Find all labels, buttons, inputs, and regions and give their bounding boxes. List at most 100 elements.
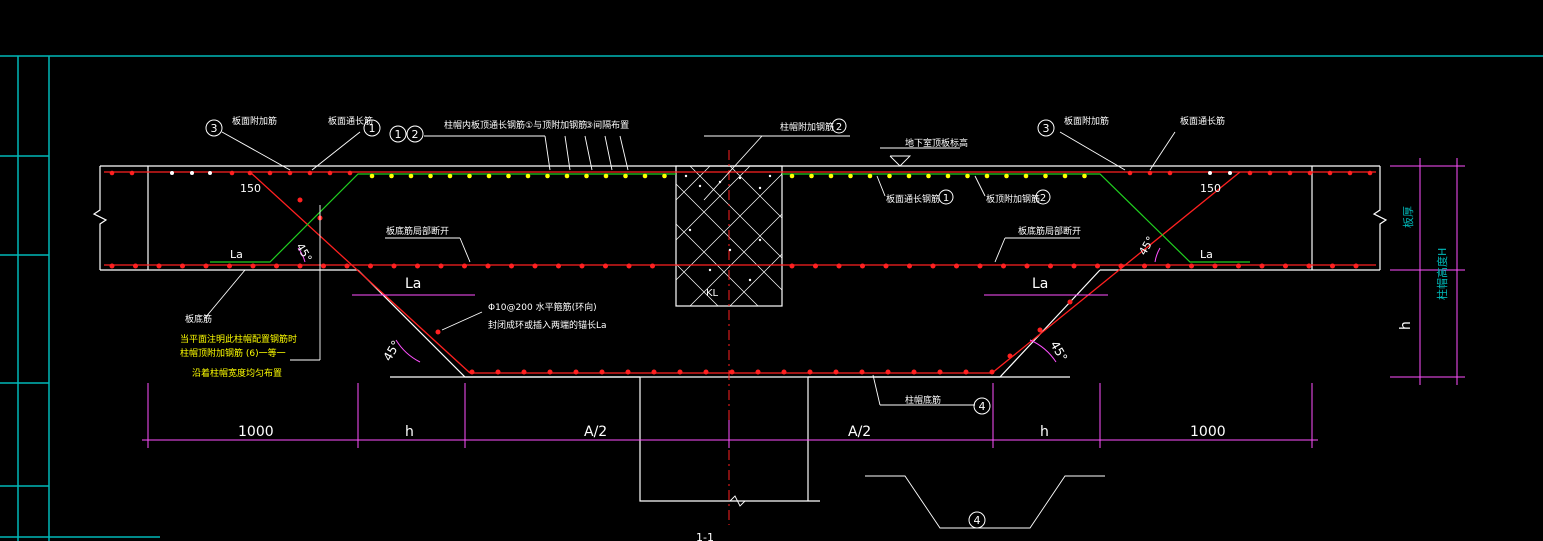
extra-bars-green: [210, 173, 1250, 263]
text-angle-left-bottom: 45°: [380, 338, 403, 363]
top-rebar-dot: [1167, 170, 1173, 176]
bottom-rebar-dot: [1142, 263, 1147, 269]
bottom-rebar-dot: [1001, 263, 1006, 269]
top-rebar-dot: [1267, 170, 1273, 176]
concrete-dot: [708, 268, 712, 272]
text-section-title: 1-1: [696, 531, 714, 541]
dim-a2-left: A/2: [584, 424, 607, 440]
dim-h-right: h: [1040, 424, 1049, 440]
text-angle-right-bottom: 45°: [1047, 339, 1070, 364]
label-slab-top-extra-left: 板面附加筋: [232, 115, 277, 127]
label-basement-top-elev: 地下室顶板标高: [905, 137, 968, 149]
bottom-rebar-dot: [344, 263, 350, 269]
top-extra-dot: [486, 173, 492, 179]
marker-4-detail: 4: [968, 511, 986, 529]
cap-bottom-dot: [833, 369, 839, 375]
top-extra-dot: [945, 173, 951, 179]
dim-a2-right: A/2: [848, 424, 871, 440]
cap-bottom-dot: [677, 369, 683, 375]
marker-2-mid: 2: [406, 125, 424, 143]
svg-text:2: 2: [836, 122, 842, 133]
cap-bottom-dot: [885, 369, 891, 375]
bottom-rebar-dot: [556, 263, 561, 269]
cap-bottom-dot: [573, 369, 579, 375]
top-extra-dot: [1062, 173, 1068, 179]
bottom-rebar-dot: [1071, 263, 1077, 269]
top-extra-dot: [1004, 173, 1009, 179]
svg-text:1: 1: [395, 128, 402, 141]
top-extra-dot: [1082, 173, 1087, 179]
top-extra-dot: [789, 173, 795, 179]
top-rebar-dot: [267, 170, 273, 176]
text-la-right: La: [1032, 276, 1048, 292]
bottom-rebar-dot: [391, 263, 397, 269]
cap-bottom-dot: [989, 369, 995, 375]
top-rebar-dot: [109, 170, 115, 176]
cap-bottom-dot: [755, 369, 761, 375]
rebar-lines: [104, 171, 1376, 374]
bottom-rebar-dot: [1353, 263, 1359, 269]
top-extra-dot: [389, 173, 394, 179]
top-extra-dot: [564, 173, 570, 179]
label-cap-bottom-bar: 柱帽底筋: [905, 394, 941, 406]
bottom-rebar-dot: [250, 263, 256, 269]
bottom-rebar-dot: [1095, 263, 1100, 269]
text-la-left-top: La: [230, 248, 243, 261]
top-rebar-dot: [247, 170, 253, 176]
label-slab-top-extra-right: 板面附加筋: [1064, 115, 1109, 127]
cap-bottom-dot: [781, 369, 787, 375]
top-extra-dot: [467, 173, 472, 179]
bottom-rebar-dot: [1189, 263, 1194, 269]
top-rebar-dot: [129, 170, 135, 176]
svg-text:1: 1: [369, 122, 376, 135]
marker-1-right: 1: [938, 189, 954, 205]
marker-4-cap: 4: [973, 397, 991, 415]
top-rebar-hollow: [170, 171, 174, 175]
marker-2-right: 2: [1035, 189, 1051, 205]
text-la-right-top: La: [1200, 248, 1213, 261]
text-la-left: La: [405, 276, 421, 292]
cap-bottom-dot: [703, 369, 709, 375]
top-extra-dot: [906, 173, 912, 179]
dim-h-vertical: h: [1398, 321, 1414, 330]
concrete-dot: [758, 238, 762, 242]
top-extra-dot: [965, 173, 970, 179]
bottom-rebar-dot: [321, 263, 326, 269]
top-rebar-dot: [327, 170, 333, 176]
inclined-rebar-dot: [297, 197, 303, 203]
bottom-rebar-dot: [274, 263, 279, 269]
top-rebar-dot: [1247, 170, 1253, 176]
top-rebar-dot: [347, 170, 353, 176]
dim-1000-left: 1000: [238, 424, 274, 440]
top-extra-dot: [828, 173, 834, 179]
concrete-dot: [748, 278, 752, 282]
leader-lines: [204, 131, 1176, 529]
label-top-bar-spacing: ③间隔布置: [585, 119, 629, 131]
concrete-dot: [768, 174, 772, 178]
label-slab-top-extra-2: 板顶附加钢筋: [986, 193, 1040, 205]
cap-bottom-dot: [625, 369, 631, 375]
top-extra-dot: [926, 173, 931, 179]
concrete-dot: [688, 228, 692, 232]
top-extra-dot: [603, 173, 609, 179]
cap-bottom-dot: [963, 369, 969, 375]
label-slab-top-through-right: 板面通长筋: [1180, 115, 1225, 127]
top-extra-dot: [1043, 173, 1048, 179]
cap-bottom-dot: [859, 369, 865, 375]
top-extra-dot: [848, 173, 853, 179]
top-extra-dot: [1023, 173, 1029, 179]
concrete-dot: [758, 186, 762, 190]
bottom-rebar-dot: [1236, 263, 1241, 269]
top-extra-dot: [662, 173, 667, 179]
top-rebar-dot: [287, 170, 293, 176]
top-extra-dot: [887, 173, 892, 179]
dim-h-left: h: [405, 424, 414, 440]
top-rebar-dot: [1367, 170, 1373, 176]
yellow-note-1: 当平面注明此柱帽配置钢筋时: [180, 333, 297, 345]
svg-text:4: 4: [979, 400, 986, 413]
concrete-dot: [738, 176, 742, 180]
top-extra-dot: [809, 173, 814, 179]
top-rebar-dot: [307, 170, 313, 176]
bottom-rebar-dot: [485, 263, 491, 269]
marker-1-mid: 1: [389, 125, 407, 143]
